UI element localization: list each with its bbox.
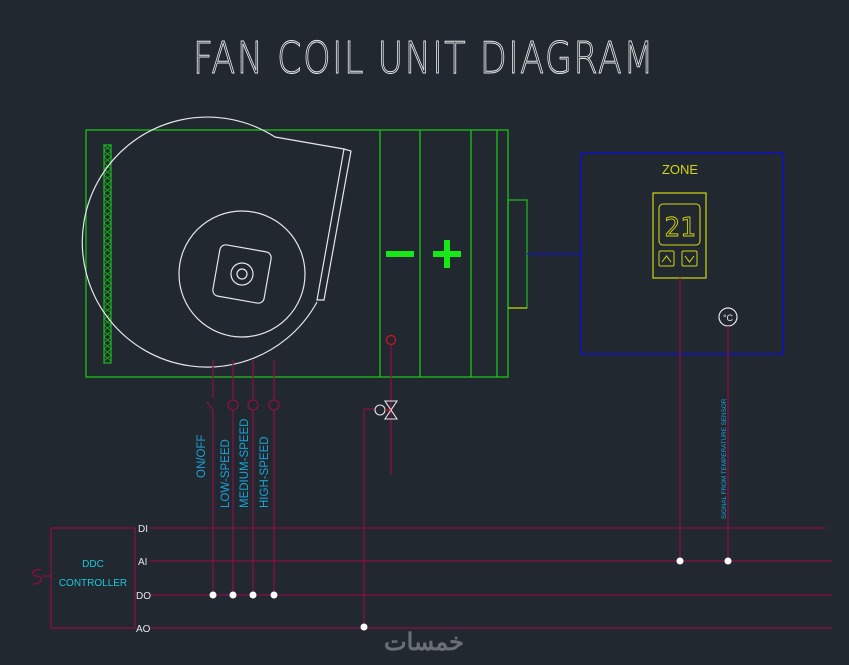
zone-label: ZONE bbox=[662, 162, 698, 177]
water-temp-sensor-icon bbox=[385, 334, 397, 346]
temperature-sensor: °C bbox=[718, 307, 738, 327]
controller-ports: DI AI DO AO bbox=[136, 524, 151, 635]
port-ai: AI bbox=[138, 557, 147, 568]
sensor-symbol: °C bbox=[723, 313, 734, 323]
port-ao: AO bbox=[136, 624, 151, 635]
fan-signal-labels: ON/OFF LOW-SPEED MEDIUM-SPEED HIGH-SPEED bbox=[196, 419, 271, 508]
thermostat-display: 21 bbox=[664, 213, 695, 243]
junction-dots bbox=[209, 557, 732, 631]
thermostat-down-button[interactable] bbox=[681, 250, 698, 267]
control-valve-icon bbox=[374, 400, 399, 420]
watermark: خمسات bbox=[384, 629, 464, 656]
port-do: DO bbox=[136, 591, 151, 602]
heating-coil-plus-icon bbox=[433, 240, 461, 268]
zone-boundary bbox=[580, 152, 784, 355]
signal-label-high-speed: HIGH-SPEED bbox=[259, 436, 271, 508]
sensor-signal-label: SIGNAL FROM TEMPERATURE SENSOR bbox=[721, 398, 728, 519]
port-di: DI bbox=[138, 524, 148, 535]
signal-label-low-speed: LOW-SPEED bbox=[220, 439, 232, 508]
fan-coil-unit bbox=[81, 116, 581, 378]
diagram-title: FAN COIL UNIT DIAGRAM bbox=[193, 33, 655, 84]
supply-outlet bbox=[507, 199, 528, 309]
blower-fan-icon bbox=[81, 116, 352, 368]
wiring bbox=[32, 278, 832, 629]
air-filter-icon bbox=[102, 144, 113, 364]
power-supply-icon bbox=[32, 569, 42, 585]
thermostat-up-button[interactable] bbox=[658, 250, 675, 267]
signal-label-on-off: ON/OFF bbox=[196, 435, 208, 478]
chevron-down-icon bbox=[684, 255, 695, 263]
zone: ZONE 21 °C bbox=[580, 152, 784, 355]
controller-label-line1: DDC bbox=[82, 559, 104, 570]
chevron-up-icon bbox=[661, 255, 672, 263]
controller-label-line2: CONTROLLER bbox=[59, 578, 127, 589]
thermostat[interactable]: 21 bbox=[652, 192, 707, 279]
cooling-coil-minus-icon bbox=[386, 251, 414, 257]
signal-label-medium-speed: MEDIUM-SPEED bbox=[239, 419, 251, 508]
